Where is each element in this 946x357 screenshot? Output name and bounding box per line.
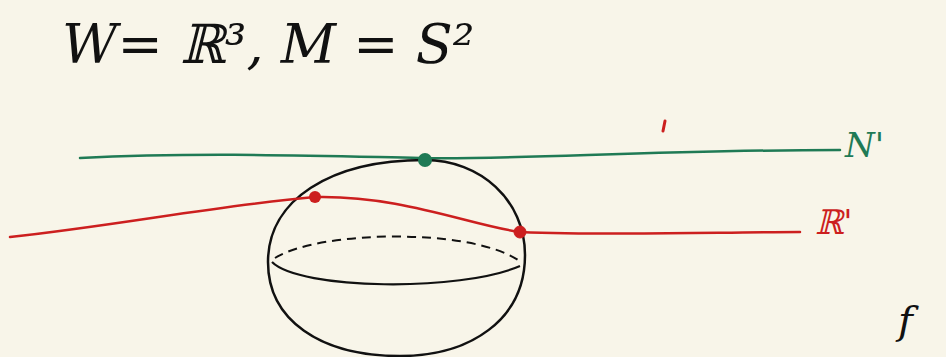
manifold-label: ℝ' (815, 205, 853, 239)
intersection-point (309, 191, 321, 203)
tangent-line (80, 150, 840, 158)
tangent-point (418, 153, 432, 167)
space-equation: W= ℝ³, M = S² (62, 18, 474, 72)
equator-front (272, 262, 520, 284)
function-label: f (898, 300, 913, 340)
manifold-label: N' (845, 128, 884, 162)
stray-mark (663, 121, 665, 131)
equator-back (275, 237, 518, 261)
sphere-outline (268, 160, 525, 356)
secant-line (10, 197, 800, 237)
intersection-point (514, 226, 526, 238)
